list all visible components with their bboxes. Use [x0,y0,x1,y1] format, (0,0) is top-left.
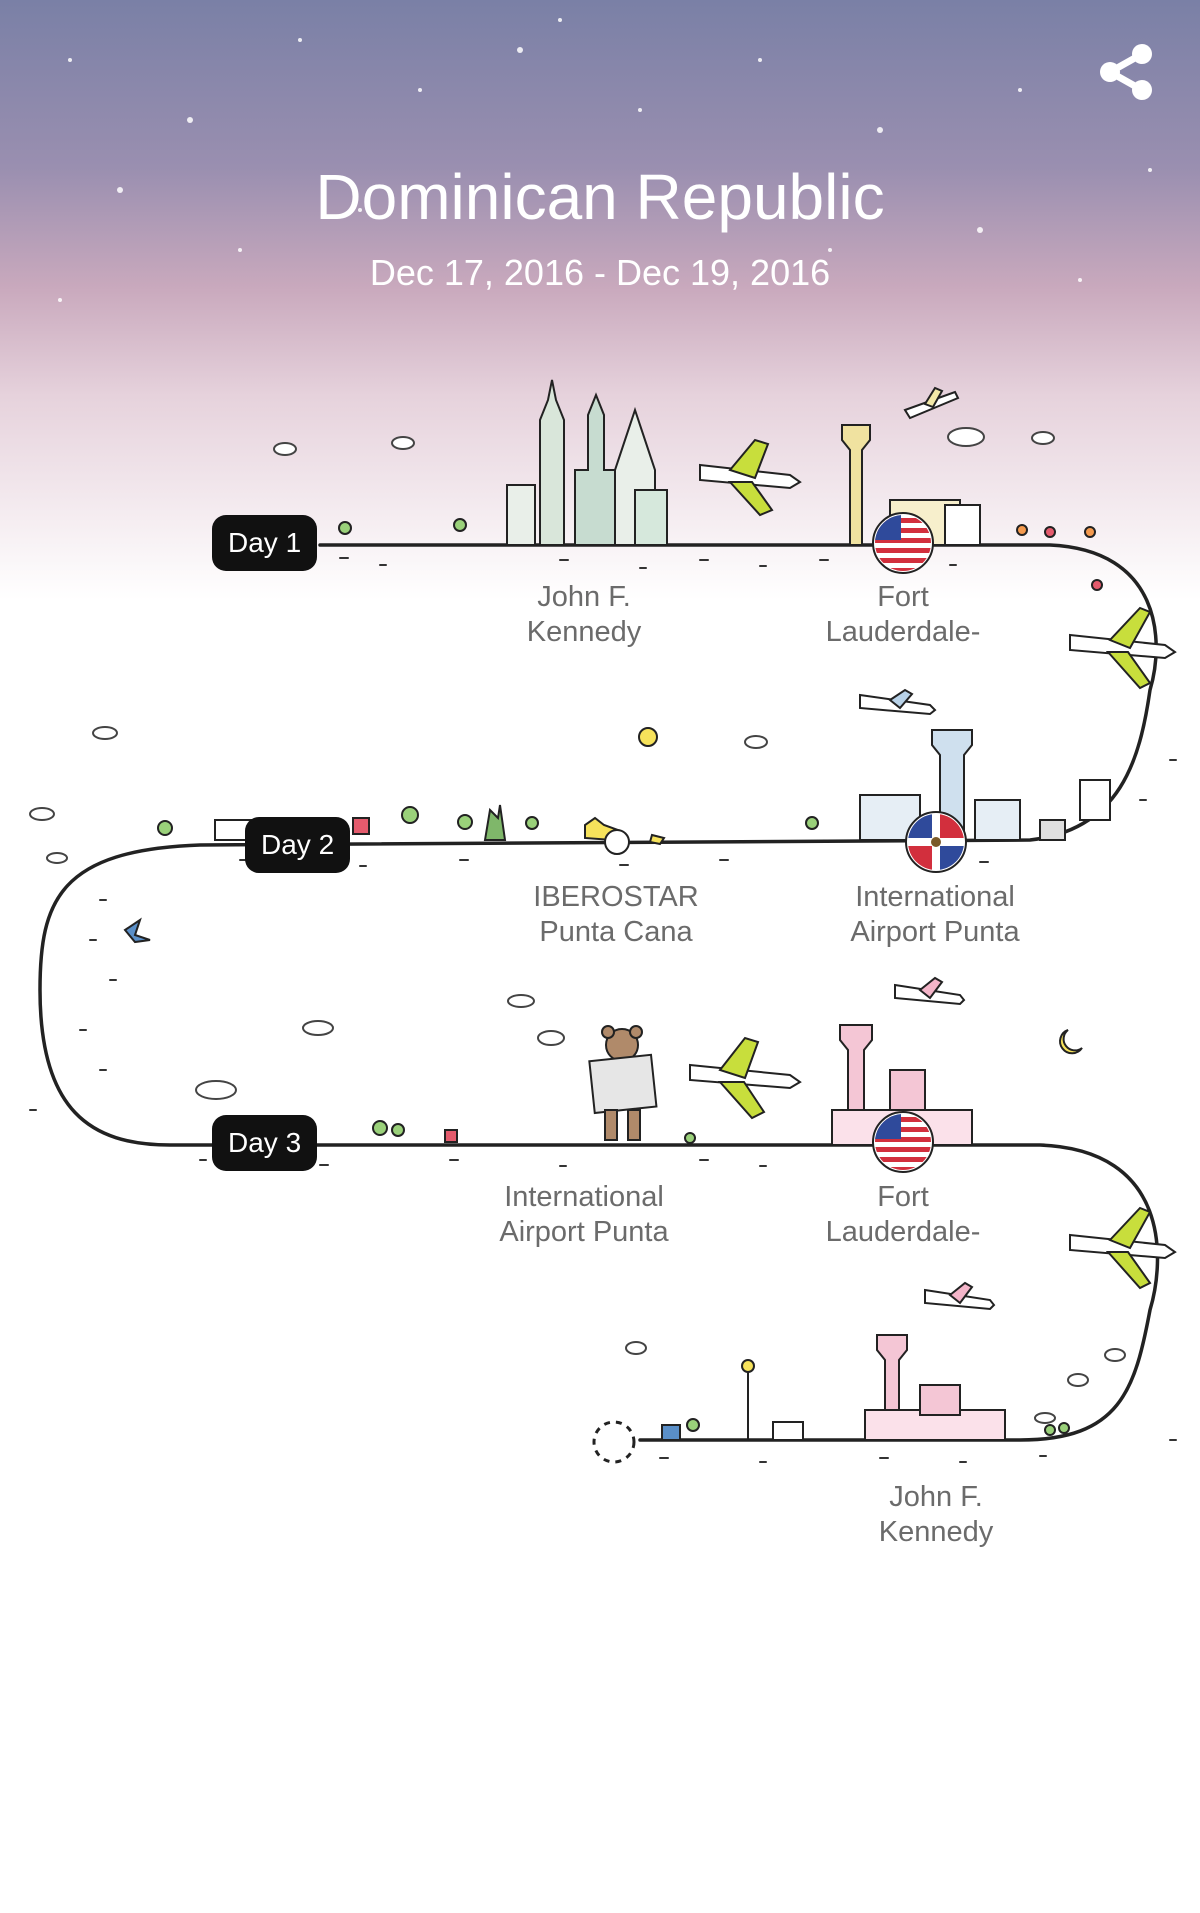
trip-title: Dominican Republic [315,161,885,233]
stop-label-fll-day1[interactable]: Fort Lauderdale- [783,580,1023,650]
plane-turn-illustration [1069,606,1177,690]
stop-label-iberostar[interactable]: IBEROSTAR Punta Cana [496,880,736,950]
stop-name-line1: John F. [537,581,631,613]
sun-icon [638,727,658,747]
day-1-badge[interactable]: Day 1 [212,515,318,571]
clouds [29,427,1126,1424]
share-icon [1100,44,1152,100]
streetlamp-and-houses [661,1359,1070,1441]
stop-name-line1: International [855,881,1015,913]
pink-plane-final-illustration [924,1281,996,1311]
nyc-skyline-illustration [506,379,670,546]
us-flag-icon [872,512,934,574]
journey-path [38,543,1160,1442]
stop-name-line2: Punta Cana [539,916,693,948]
stop-name-line1: Fort [877,1181,929,1213]
jfk-airport-illustration [864,1334,1006,1441]
stop-label-jfk-arrival[interactable]: John F. Kennedy [816,1480,1056,1550]
ducks-illustration [584,816,666,855]
trees-and-houses [157,804,819,841]
bird-icon [123,917,151,944]
stop-label-puj-day3[interactable]: International Airport Punta [464,1180,704,1250]
stop-name-line2: Kennedy [526,616,642,648]
flowers [1016,524,1103,591]
stop-label-puj-day2[interactable]: International Airport Punta [815,880,1055,950]
plane-illustration [699,438,802,517]
start-point [592,1420,636,1464]
stop-name-line2: Lauderdale- [825,1216,981,1248]
pink-plane-illustration [894,976,966,1006]
day-3-badge[interactable]: Day 3 [212,1115,318,1171]
stop-name-line1: IBEROSTAR [533,881,699,913]
stop-name-line1: John F. [889,1481,983,1513]
stop-name-line2: Airport Punta [499,1216,669,1248]
ground-specks [29,557,1177,1463]
trees-day3 [372,1120,696,1144]
day-2-badge[interactable]: Day 2 [245,817,351,873]
stop-name-line1: International [504,1181,664,1213]
stop-name-line2: Airport Punta [850,916,1020,948]
bear-illustration [588,1025,658,1141]
stop-label-fll-day3[interactable]: Fort Lauderdale- [783,1180,1023,1250]
stop-name-line2: Lauderdale- [825,616,981,648]
trip-dates: Dec 17, 2016 - Dec 19, 2016 [369,252,831,293]
punta-cana-airport-illustration [859,729,1111,841]
plane-day3-illustration [689,1036,802,1120]
stop-label-jfk-departure[interactable]: John F. Kennedy [464,580,704,650]
plane-turn2-illustration [1069,1206,1177,1290]
share-button[interactable] [1090,36,1162,108]
stop-name-line2: Kennedy [878,1516,994,1548]
stars [58,18,1152,302]
plane-small-illustration [903,386,960,420]
plane-midair-illustration [859,688,937,716]
stop-name-line1: Fort [877,581,929,613]
us-flag-icon [872,1111,934,1173]
night-sky [1059,1029,1083,1055]
dominican-flag-icon [905,811,967,873]
